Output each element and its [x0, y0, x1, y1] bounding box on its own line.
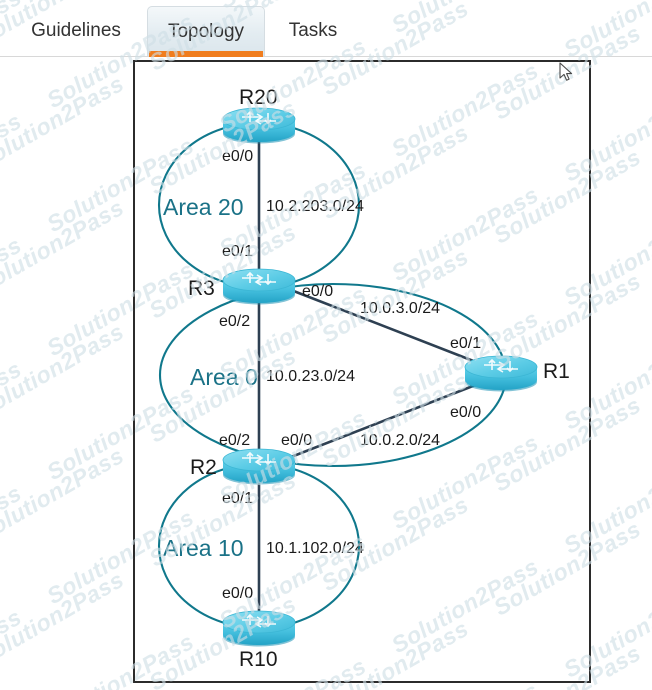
iface-label-r1-e0-1: e0/1: [450, 335, 482, 352]
area-label-area20: Area 20: [163, 194, 244, 220]
subnet-label-r3-r2: 10.0.23.0/24: [266, 368, 355, 385]
iface-label-r3-e0-2: e0/2: [219, 313, 251, 330]
area-label-area0: Area 0: [190, 364, 258, 390]
router-label-r20: R20: [239, 86, 278, 109]
iface-label-r2-e0-1: e0/1: [222, 490, 254, 507]
link-r2-r1: [289, 382, 480, 459]
subnet-label-r20-r3: 10.2.203.0/24: [266, 198, 364, 215]
router-icon-r10[interactable]: [222, 610, 296, 647]
iface-label-r3-e0-0: e0/0: [302, 283, 334, 300]
topology-diagram-frame: [133, 60, 591, 683]
router-label-r1: R1: [543, 360, 570, 383]
subnet-label-r2-r1: 10.0.2.0/24: [360, 432, 441, 449]
tab-guidelines-label: Guidelines: [31, 20, 121, 41]
router-icon-r20[interactable]: [222, 107, 296, 144]
tab-bar: Guidelines Topology Tasks: [0, 0, 652, 57]
router-label-r3: R3: [188, 277, 215, 300]
iface-label-r3-e0-1: e0/1: [222, 243, 254, 260]
arrow-cursor-icon: [559, 62, 573, 81]
iface-label-r20-e0-0: e0/0: [222, 148, 254, 165]
tab-guidelines[interactable]: Guidelines: [20, 6, 132, 56]
subnet-label-r2-r10: 10.1.102.0/24: [266, 540, 364, 557]
subnet-label-r3-r1: 10.0.3.0/24: [360, 300, 441, 317]
iface-label-r2-e0-2: e0/2: [219, 432, 251, 449]
router-icon-r2[interactable]: [222, 448, 296, 485]
tab-tasks-label: Tasks: [288, 20, 338, 41]
area-label-area10: Area 10: [163, 535, 244, 561]
tab-topology[interactable]: Topology: [147, 6, 265, 57]
iface-label-r2-e0-0: e0/0: [281, 432, 313, 449]
tab-topology-label: Topology: [167, 20, 245, 42]
iface-label-r1-e0-0: e0/0: [450, 404, 482, 421]
tab-active-underline: [149, 51, 263, 57]
iface-label-r10-e0-0: e0/0: [222, 585, 254, 602]
router-label-r10: R10: [239, 648, 278, 671]
link-r3-r1: [289, 288, 478, 364]
router-icon-r3[interactable]: [222, 268, 296, 305]
router-icon-r1[interactable]: [464, 355, 538, 392]
topology-links: [257, 138, 480, 617]
router-label-r2: R2: [190, 456, 217, 479]
tab-tasks[interactable]: Tasks: [272, 6, 354, 56]
